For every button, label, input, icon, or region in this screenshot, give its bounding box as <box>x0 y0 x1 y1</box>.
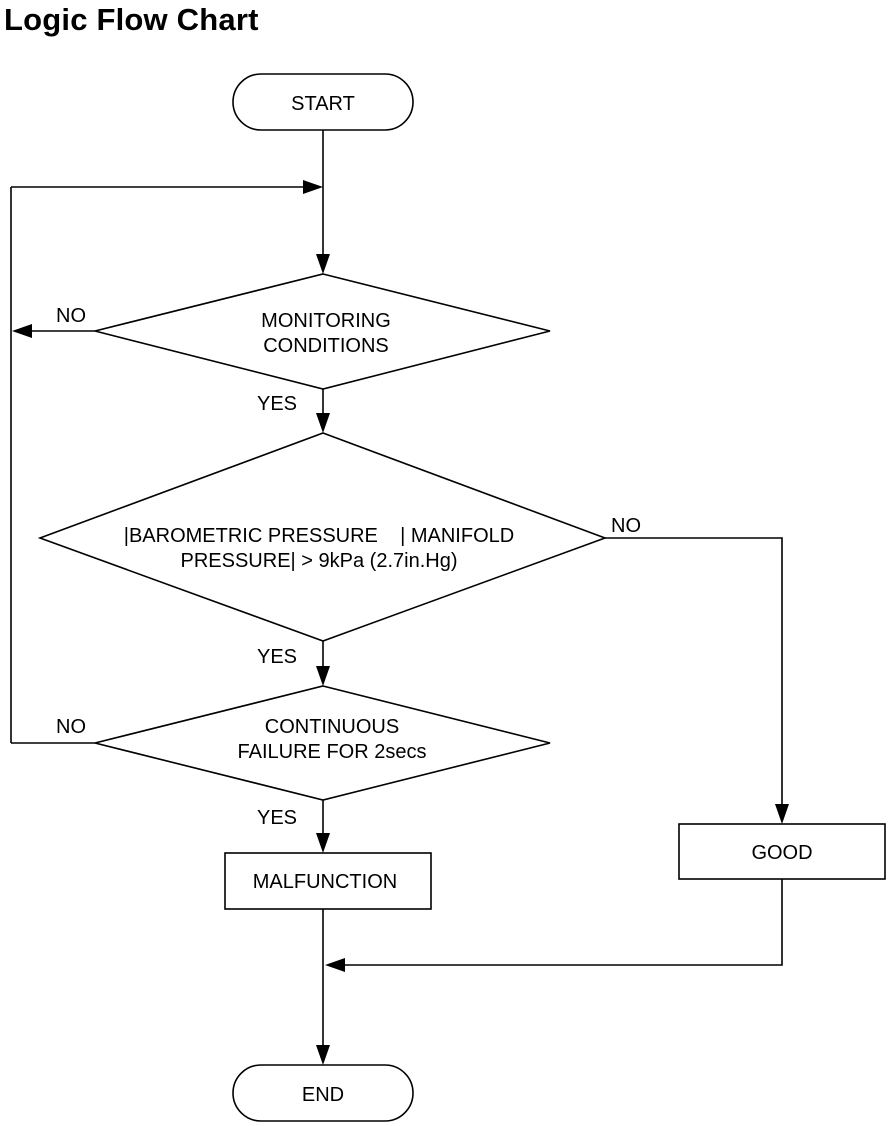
malfunction-label: MALFUNCTION <box>253 871 397 893</box>
start-label: START <box>291 93 355 115</box>
pressure-label-line2: PRESSURE| > 9kPa (2.7in.Hg) <box>181 550 458 572</box>
good-process <box>678 823 886 880</box>
monitoring-yes-label: YES <box>257 393 297 415</box>
page-title: Logic Flow Chart <box>4 2 259 37</box>
arrow-monitoring-no <box>12 324 32 338</box>
continuous-label-line2: FAILURE FOR 2secs <box>238 741 427 763</box>
monitoring-label-line1: MONITORING <box>261 310 391 332</box>
pressure-difference-decision <box>37 432 608 642</box>
arrow-into-malfunction <box>316 833 330 853</box>
arrow-into-monitoring <box>316 254 330 274</box>
arrow-into-good <box>775 804 789 824</box>
arrow-into-continuous <box>316 666 330 686</box>
continuous-yes-label: YES <box>257 807 297 829</box>
end-terminal <box>232 1064 414 1122</box>
continuous-no-label: NO <box>56 716 86 738</box>
malfunction-process <box>224 852 432 910</box>
monitoring-conditions-decision <box>94 273 551 390</box>
monitoring-no-label: NO <box>56 305 86 327</box>
start-terminal <box>232 73 414 131</box>
good-label: GOOD <box>751 842 812 864</box>
connector-pressure-no <box>605 537 783 806</box>
pressure-no-label: NO <box>611 515 641 537</box>
arrow-loop-back-junction <box>303 180 323 194</box>
connector-good-to-merge <box>343 879 783 966</box>
continuous-label-line1: CONTINUOUS <box>265 716 399 738</box>
pressure-yes-label: YES <box>257 646 297 668</box>
arrow-good-merge <box>325 958 345 972</box>
end-label: END <box>302 1084 344 1106</box>
monitoring-label-line2: CONDITIONS <box>263 335 389 357</box>
continuous-failure-decision <box>94 685 551 801</box>
pressure-label-line1: |BAROMETRIC PRESSURE | MANIFOLD <box>124 525 514 547</box>
arrow-into-pressure <box>316 413 330 433</box>
arrow-into-end <box>316 1045 330 1065</box>
